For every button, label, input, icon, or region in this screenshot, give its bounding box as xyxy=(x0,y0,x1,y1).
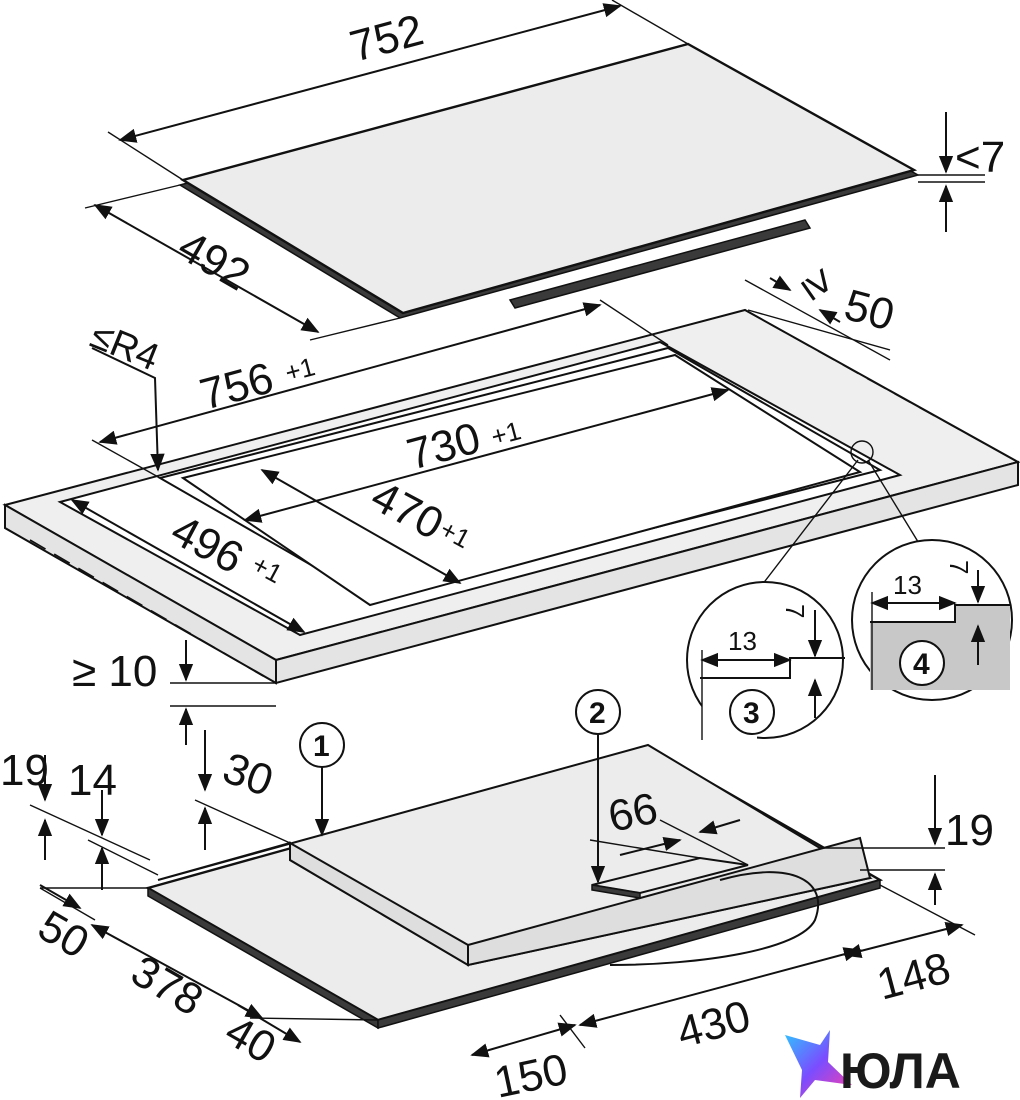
dim-756-label: 756 xyxy=(195,353,279,419)
dim-thickness-label: <7 xyxy=(955,133,1005,182)
detail-3-height: 7 xyxy=(780,604,810,618)
dim-thickness: <7 xyxy=(918,112,1005,232)
dim-50-bottom-label: 50 xyxy=(30,901,97,968)
dim-rear-gap-sign: ≥ xyxy=(792,260,846,308)
dim-14: 14 xyxy=(68,756,159,890)
dim-40: 40 xyxy=(217,1004,379,1073)
dim-148: 148 xyxy=(843,884,976,1010)
dim-66-label: 66 xyxy=(604,784,662,842)
dim-492-label: 492 xyxy=(170,221,258,300)
detail-leaders xyxy=(761,440,921,586)
callout-2: 2 xyxy=(589,697,606,730)
dim-rear-gap-label: 50 xyxy=(839,280,899,340)
dim-148-label: 148 xyxy=(872,943,956,1009)
dim-19-left: 19 xyxy=(0,746,151,861)
dim-40-label: 40 xyxy=(217,1006,284,1073)
detail-4-height: 7 xyxy=(944,560,974,574)
dim-430: 430 xyxy=(578,947,862,1058)
dim-378-label: 378 xyxy=(123,946,211,1025)
detail-4-width: 13 xyxy=(893,570,922,600)
dim-corner-radius-label: ≤R4 xyxy=(85,314,165,379)
dim-19-left-label: 19 xyxy=(0,746,49,795)
dim-14-label: 14 xyxy=(68,756,117,805)
dim-150-label: 150 xyxy=(490,1045,572,1100)
detail-3: 13 7 3 xyxy=(686,581,845,740)
dim-19-right-label: 19 xyxy=(945,806,994,855)
logo-text: ЮЛА xyxy=(840,1043,961,1099)
callout-3: 3 xyxy=(743,697,760,730)
dim-66: 66 xyxy=(589,784,749,866)
dim-19-right: 19 xyxy=(820,775,994,905)
dim-150: 150 xyxy=(470,1014,586,1100)
dim-front-gap-label: ≥ 10 xyxy=(72,647,157,696)
dim-430-label: 430 xyxy=(672,991,756,1057)
callout-1: 1 xyxy=(313,730,330,763)
callout-4: 4 xyxy=(913,648,930,681)
logo: ЮЛА xyxy=(785,1030,961,1099)
dim-30: 30 xyxy=(194,730,291,850)
detail-3-width: 13 xyxy=(728,626,757,656)
dim-756-tol: +1 xyxy=(282,351,318,388)
dim-50-bottom: 50 xyxy=(30,884,148,968)
callout-2-group: 2 xyxy=(575,689,621,884)
dim-front-gap: ≥ 10 xyxy=(72,640,276,745)
dim-corner-radius: ≤R4 xyxy=(85,314,165,472)
callout-1-group: 1 xyxy=(299,722,345,837)
hob-glass-plate xyxy=(178,42,920,319)
detail-4: 13 7 4 xyxy=(851,539,1013,701)
star-gradient-icon xyxy=(785,1030,852,1098)
dim-30-label: 30 xyxy=(217,743,280,806)
